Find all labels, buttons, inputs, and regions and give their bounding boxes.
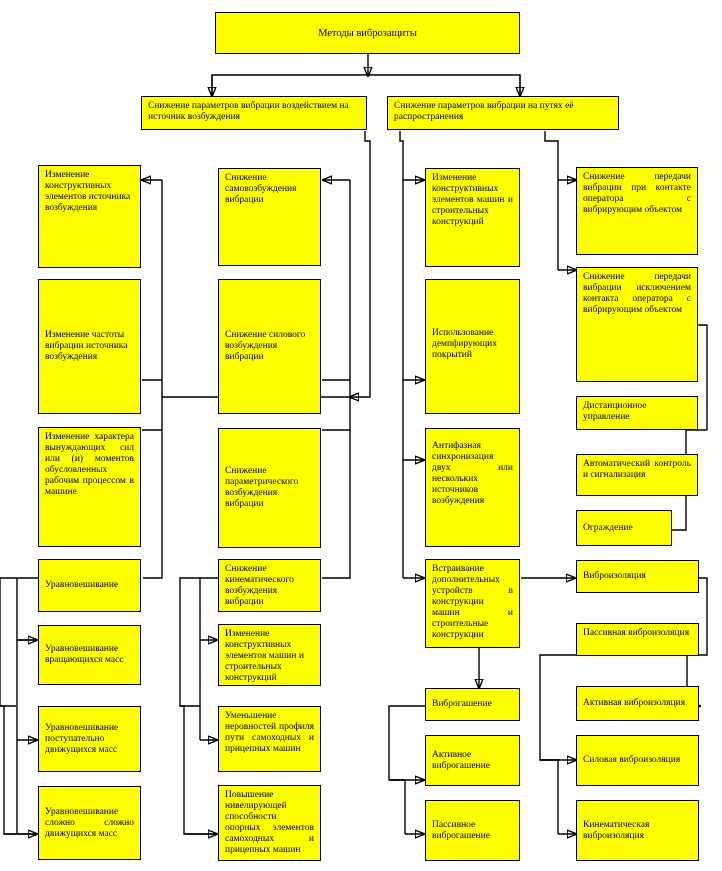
root-label: Методы виброзащиты <box>318 27 417 39</box>
balancing-child-label: Уравновешивание поступательно движущихся… <box>45 722 119 755</box>
balancing-child-box: Уравновешивание поступательно движущихся… <box>38 706 141 772</box>
vibration-damping-label: Виброгашение <box>432 699 492 709</box>
kinematic-child-box: Изменение конструктивных элементов машин… <box>218 624 321 686</box>
vibration-damping-child-label: Активное виброгашение <box>432 749 490 771</box>
kinematic-child-label: Повышение нивелирующей способности опорн… <box>225 790 314 855</box>
source-change-box: Изменение характера вынуждающих сил или … <box>38 427 141 547</box>
path-method-box: Встраивание дополнительных устройств в к… <box>425 559 520 648</box>
balancing-child-box: Уравновешивание сложно сложно движущихся… <box>38 786 141 860</box>
path-method-box: Использование демпфирующих покрытий <box>425 279 520 414</box>
source-change-box: Изменение конструктивных элементов источ… <box>38 165 141 268</box>
operator-measure-box: Автоматический контроль и сигнализация <box>576 454 698 496</box>
excitation-reduction-label: Снижение силового возбуждения вибрации <box>225 330 306 362</box>
balancing-child-label: Уравновешивание сложно сложно движущихся… <box>45 806 134 839</box>
kinematic-excitation-label: Снижение кинематического возбуждения виб… <box>225 564 294 607</box>
excitation-reduction-box: Снижение самовозбуждения вибрации <box>218 168 321 266</box>
excitation-reduction-box: Снижение параметрического возбуждения ви… <box>218 428 321 548</box>
left-branch-label: Снижение параметров вибрации воздействие… <box>148 101 349 122</box>
vibration-isolation-label: Виброизоляция <box>583 571 646 581</box>
excitation-reduction-box: Снижение силового возбуждения вибрации <box>218 279 321 414</box>
passive-isolation-label: Пассивная виброизоляция <box>583 628 690 638</box>
passive-isolation-box: Пассивная виброизоляция <box>576 623 699 656</box>
kinematic-isolation-label: Кинематическая виброизоляция <box>583 819 650 841</box>
excitation-reduction-label: Снижение самовозбуждения вибрации <box>225 173 297 205</box>
path-method-label: Изменение конструктивных элементов машин… <box>432 173 513 227</box>
operator-measure-box: Ограждение <box>576 510 672 546</box>
operator-measure-label: Ограждение <box>583 522 633 533</box>
left-branch-box: Снижение параметров вибрации воздействие… <box>141 96 367 130</box>
kinematic-excitation-box: Снижение кинематического возбуждения виб… <box>218 559 321 612</box>
root-box: Методы виброзащиты <box>215 12 520 54</box>
kinematic-child-label: Изменение конструктивных элементов машин… <box>225 629 304 683</box>
kinematic-child-box: Повышение нивелирующей способности опорн… <box>218 785 321 861</box>
kinematic-child-box: Уменьшение неровностей профиля пути само… <box>218 706 321 772</box>
path-method-label: Использование демпфирующих покрытий <box>432 328 498 360</box>
active-isolation-label: Активная виброизоляция <box>583 698 686 708</box>
power-isolation-box: Силовая виброизоляция <box>576 735 699 786</box>
vibration-damping-child-box: Пассивное виброгашение <box>425 800 520 861</box>
right-branch-label: Снижение параметров вибрации на путях её… <box>394 101 574 122</box>
balancing-label: Уравновешивание <box>45 580 119 590</box>
right-branch-box: Снижение параметров вибрации на путях её… <box>387 96 619 130</box>
balancing-box: Уравновешивание <box>38 559 141 612</box>
operator-measure-label: Автоматический контроль и сигнализация <box>583 459 691 480</box>
excitation-reduction-label: Снижение параметрического возбуждения ви… <box>225 466 299 509</box>
kinematic-isolation-box: Кинематическая виброизоляция <box>576 800 699 861</box>
source-change-label: Изменение частоты вибрации источника воз… <box>45 330 128 362</box>
path-method-label: Встраивание дополнительных устройств в к… <box>432 564 513 640</box>
operator-label: Снижение передачи вибрации исключением к… <box>583 272 691 315</box>
vibration-damping-child-box: Активное виброгашение <box>425 735 520 786</box>
power-isolation-label: Силовая виброизоляция <box>583 755 681 765</box>
operator-box: Снижение передачи вибрации при контакте … <box>576 167 698 255</box>
active-isolation-box: Активная виброизоляция <box>576 686 699 721</box>
operator-label: Снижение передачи вибрации при контакте … <box>583 172 691 215</box>
vibration-isolation-box: Виброизоляция <box>576 560 699 593</box>
path-method-label: Антифазная синхронизация двух или нескол… <box>432 441 513 506</box>
path-method-box: Антифазная синхронизация двух или нескол… <box>425 428 520 547</box>
operator-measure-box: Дистанционное управление <box>576 396 698 430</box>
operator-measure-label: Дистанционное управление <box>583 401 647 422</box>
vibration-damping-box: Виброгашение <box>425 688 520 721</box>
balancing-child-label: Уравновешивание вращающихся масс <box>45 644 124 665</box>
source-change-label: Изменение конструктивных элементов источ… <box>45 170 131 213</box>
vibration-damping-child-label: Пассивное виброгашение <box>432 819 490 841</box>
operator-box: Снижение передачи вибрации исключением к… <box>576 267 698 382</box>
source-change-label: Изменение характера вынуждающих сил или … <box>45 432 134 497</box>
source-change-box: Изменение частоты вибрации источника воз… <box>38 279 141 414</box>
path-method-box: Изменение конструктивных элементов машин… <box>425 168 520 267</box>
kinematic-child-label: Уменьшение неровностей профиля пути само… <box>225 711 314 754</box>
balancing-child-box: Уравновешивание вращающихся масс <box>38 625 141 685</box>
